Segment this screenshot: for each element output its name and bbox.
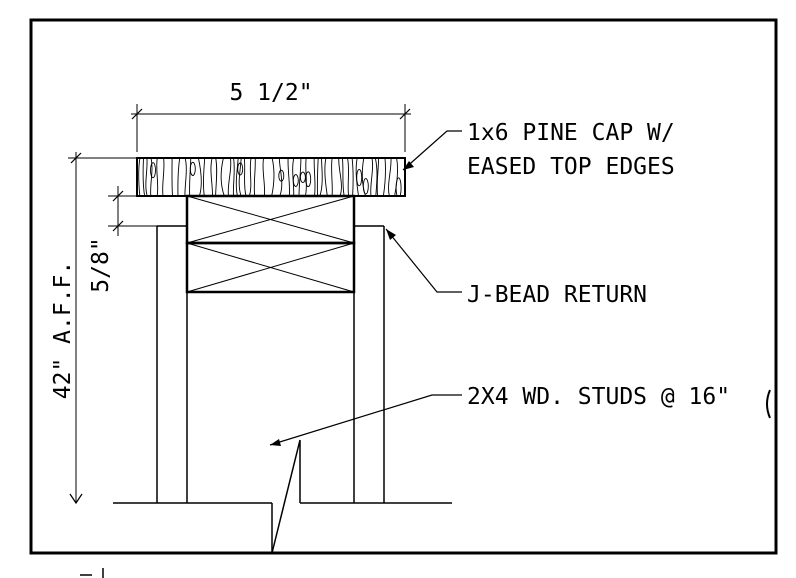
- cap-callout-line1: 1x6 PINE CAP W/: [467, 120, 675, 146]
- arrowhead-icon: [270, 439, 281, 446]
- dimension-cap-width: 5 1/2": [131, 80, 411, 152]
- frame-tick-mark: [80, 568, 104, 578]
- j-bead-callout: J-BEAD RETURN: [467, 282, 647, 308]
- arrowhead-icon: [386, 229, 396, 240]
- wood-grain-icon: [138, 158, 402, 196]
- leader-pine-cap: 1x6 PINE CAP W/ EASED TOP EDGES: [402, 120, 675, 180]
- leader-j-bead: J-BEAD RETURN: [385, 228, 647, 308]
- arrow-down-icon: [69, 493, 83, 505]
- arrowhead-icon: [403, 161, 414, 170]
- cap-callout-line2: EASED TOP EDGES: [467, 154, 675, 180]
- leader-studs: 2X4 WD. STUDS @ 16": [269, 384, 771, 446]
- pine-cap: [136, 157, 406, 197]
- reveal-label: 5/8": [88, 237, 114, 292]
- wall-section: [113, 225, 452, 554]
- drawing-frame: [29, 18, 778, 555]
- height-label: 42" A.F.F.: [50, 261, 76, 399]
- studs-callout: 2X4 WD. STUDS @ 16": [467, 384, 730, 410]
- blocking: [185, 194, 356, 294]
- dimension-reveal: 5/8": [88, 186, 187, 293]
- cap-width-label: 5 1/2": [229, 80, 312, 106]
- dimension-height: 42" A.F.F.: [50, 152, 137, 505]
